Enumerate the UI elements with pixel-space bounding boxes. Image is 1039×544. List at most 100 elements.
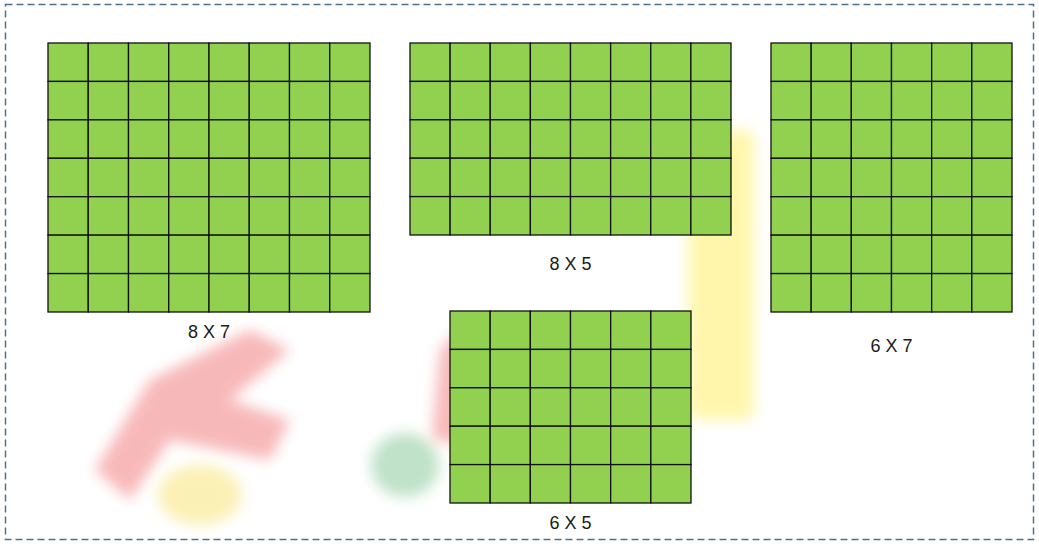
grid-cell <box>290 81 330 119</box>
grid-cell <box>490 426 530 464</box>
grid-cell <box>249 197 289 235</box>
grid-cell <box>611 465 651 503</box>
grid-cell <box>932 43 972 81</box>
grid-cell <box>169 81 209 119</box>
grid-cell <box>209 235 249 273</box>
grid-cell <box>290 120 330 158</box>
grid-cell <box>811 120 851 158</box>
grid-cell <box>88 235 128 273</box>
grid-cell <box>450 120 490 158</box>
grid-cell <box>892 158 932 196</box>
grid-cell <box>48 197 88 235</box>
grid-cell <box>651 426 691 464</box>
grid-cell <box>651 465 691 503</box>
grid-cell <box>129 235 169 273</box>
grid-cell <box>129 120 169 158</box>
grid-cell <box>48 120 88 158</box>
grid-cell <box>330 235 370 273</box>
grid-cell <box>169 120 209 158</box>
grid-cell <box>651 197 691 235</box>
grid-cell <box>530 120 570 158</box>
grid-cell <box>330 197 370 235</box>
grid-cell <box>48 274 88 312</box>
grid-cell <box>88 158 128 196</box>
grid-cell <box>490 81 530 119</box>
grid-cell <box>611 120 651 158</box>
grid-array: 8 X 7 <box>43 42 375 343</box>
grid-cell <box>691 81 731 119</box>
grid-cell <box>771 274 811 312</box>
grid-cell <box>530 349 570 387</box>
grid-cell <box>330 81 370 119</box>
grid-cell <box>571 349 611 387</box>
grid-cell <box>249 81 289 119</box>
grid-cell <box>851 197 891 235</box>
grid-cell <box>129 274 169 312</box>
grid-cell <box>450 349 490 387</box>
grid-cell <box>450 81 490 119</box>
grid-cell <box>932 235 972 273</box>
grid-cell <box>811 81 851 119</box>
grid-label: 6 X 5 <box>445 512 696 534</box>
grid-cell <box>129 197 169 235</box>
grid-cell <box>249 235 289 273</box>
grid-cell <box>330 43 370 81</box>
grid-cell <box>611 349 651 387</box>
grid-cell <box>530 311 570 349</box>
grid-cell <box>972 43 1012 81</box>
grid-cell <box>932 158 972 196</box>
grid-cell <box>290 235 330 273</box>
grid-cell <box>249 120 289 158</box>
grid-cell <box>530 43 570 81</box>
grid-cell <box>932 274 972 312</box>
grid-cell <box>450 311 490 349</box>
grid-cell <box>571 197 611 235</box>
grid-cell <box>129 81 169 119</box>
dashed-frame <box>6 5 1034 540</box>
grid-cell <box>48 81 88 119</box>
grid-cell <box>571 81 611 119</box>
grid-cell <box>530 465 570 503</box>
grid-cell <box>129 158 169 196</box>
grid-cell <box>209 120 249 158</box>
grid-label: 6 X 7 <box>766 335 1017 357</box>
grid-cell <box>932 81 972 119</box>
grid-cell <box>530 426 570 464</box>
grid-cell <box>691 158 731 196</box>
grid-cell <box>48 158 88 196</box>
grid-cell <box>209 158 249 196</box>
grid-cell <box>209 274 249 312</box>
grid-cell <box>651 388 691 426</box>
grid-cells <box>47 42 371 313</box>
grid-cell <box>811 158 851 196</box>
grid-cell <box>450 465 490 503</box>
grid-cell <box>611 81 651 119</box>
grid-cell <box>530 388 570 426</box>
grid-cell <box>450 158 490 196</box>
grid-cell <box>290 274 330 312</box>
grid-cell <box>88 197 128 235</box>
grid-cell <box>410 158 450 196</box>
grid-label: 8 X 5 <box>405 253 736 275</box>
grid-cell <box>651 349 691 387</box>
grid-cell <box>972 274 1012 312</box>
grid-array: 8 X 5 <box>405 42 736 275</box>
grid-cell <box>651 43 691 81</box>
grid-cell <box>571 158 611 196</box>
grid-cell <box>851 43 891 81</box>
grid-cell <box>249 274 289 312</box>
grid-cell <box>169 158 209 196</box>
grid-cell <box>811 43 851 81</box>
grid-cell <box>571 465 611 503</box>
watermark-shape <box>158 465 242 525</box>
grid-cell <box>851 120 891 158</box>
grid-cell <box>651 81 691 119</box>
grid-cell <box>490 158 530 196</box>
grid-cell <box>249 43 289 81</box>
grid-cell <box>691 43 731 81</box>
grid-cell <box>972 81 1012 119</box>
grid-cell <box>771 43 811 81</box>
grid-cell <box>892 120 932 158</box>
grid-cell <box>771 158 811 196</box>
